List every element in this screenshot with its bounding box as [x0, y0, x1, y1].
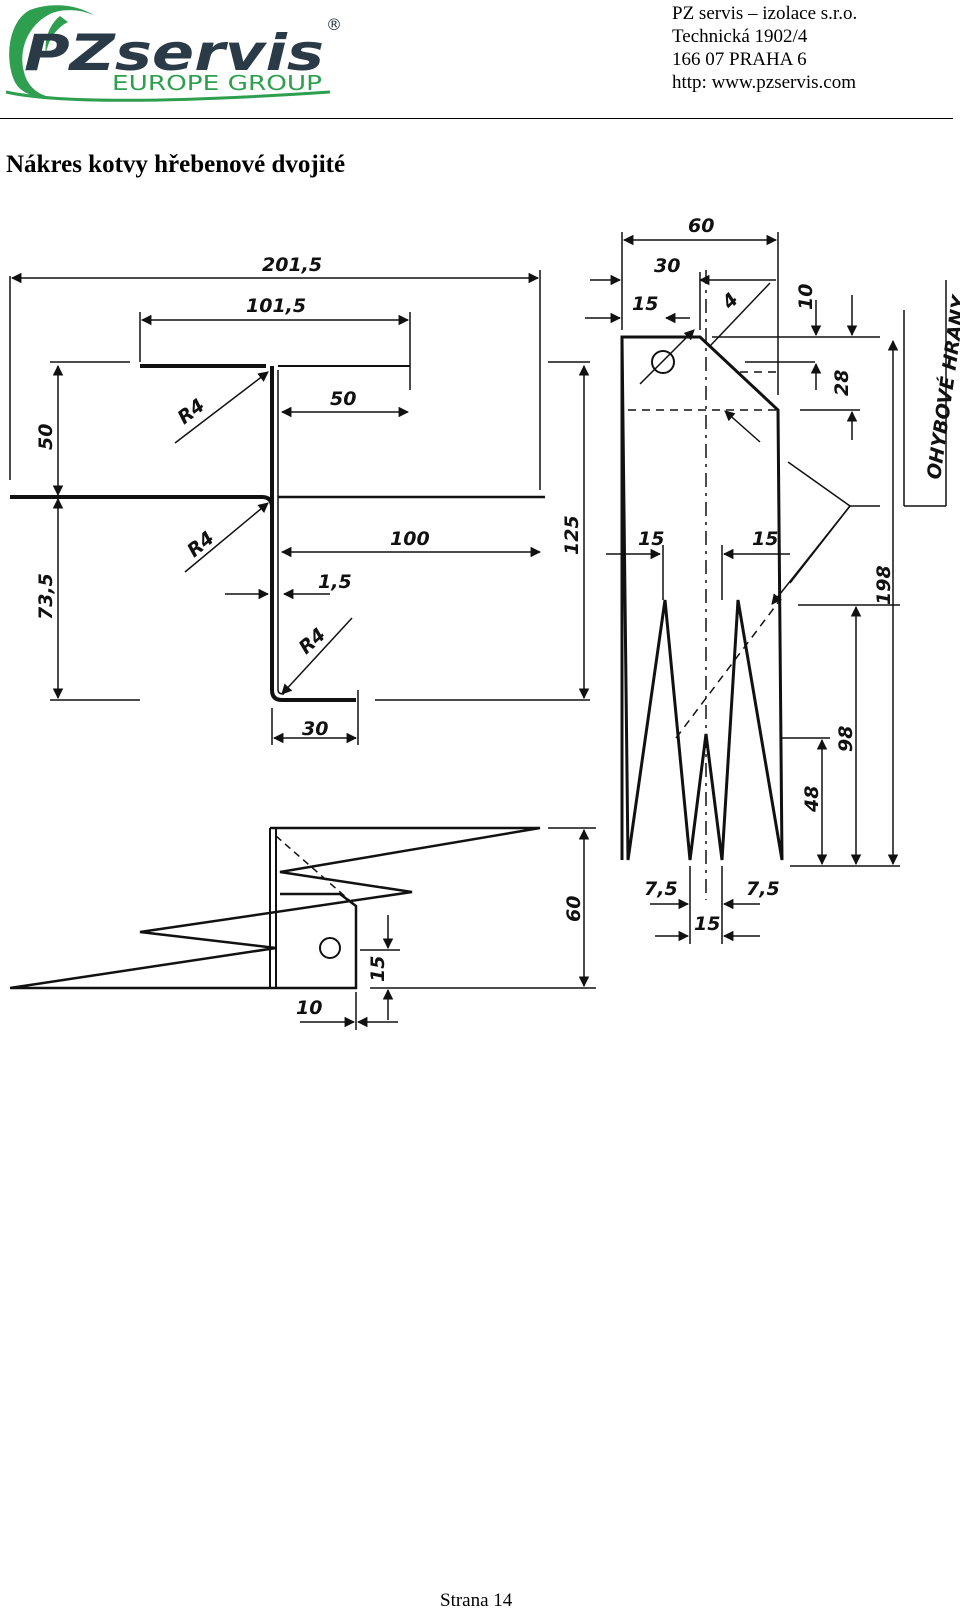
dim-28: 28 — [831, 370, 853, 396]
page-title: Nákres kotvy hřebenové dvojité — [6, 151, 346, 178]
company-street: Technická 1902/4 — [672, 26, 808, 47]
dim-73-5: 73,5 — [35, 573, 57, 620]
company-logo: PZservis ® EUROPE GROUP — [5, 5, 342, 102]
dim-1-5: 1,5 — [318, 571, 352, 593]
dim-60-side: 60 — [563, 896, 585, 922]
profile-view: 201,5 101,5 50 100 1,5 30 50 73,5 125 R4… — [9, 254, 590, 745]
dim-4: 4 — [717, 289, 743, 315]
logo-leaf-inner — [45, 16, 68, 54]
dim-98: 98 — [835, 726, 857, 752]
side-view: 60 15 10 — [9, 826, 596, 1030]
dim-30-top: 30 — [654, 255, 680, 277]
header-divider — [0, 118, 953, 119]
middle-flange — [10, 495, 274, 508]
dim-r4-a: R4 — [174, 394, 209, 428]
dim-15-top: 15 — [632, 293, 658, 315]
anchor-drawing: 201,5 101,5 50 100 1,5 30 50 73,5 125 R4… — [9, 215, 960, 1030]
dim-60-top: 60 — [688, 215, 714, 237]
dim-198: 198 — [873, 565, 895, 605]
dim-r4-b: R4 — [183, 527, 218, 562]
mount-hole — [651, 350, 675, 374]
company-address: PZ servis – izolace s.r.o. Technická 190… — [672, 2, 857, 94]
bend-edges-label: OHYBOVÉ HRANY — [922, 292, 960, 481]
company-name: PZ servis – izolace s.r.o. — [672, 3, 858, 24]
dim-10-side: 10 — [296, 997, 322, 1019]
dim-125: 125 — [561, 515, 583, 555]
dim-50-left: 50 — [35, 424, 57, 450]
company-city: 166 07 PRAHA 6 — [672, 49, 807, 70]
dim-201-5: 201,5 — [262, 254, 322, 276]
front-outline — [620, 335, 784, 861]
dim-10: 10 — [795, 284, 817, 310]
dim-15-right: 15 — [752, 528, 778, 550]
dim-7-5-right: 7,5 — [746, 878, 780, 900]
logo-brand: PZservis — [24, 24, 324, 82]
dim-101-5: 101,5 — [246, 295, 306, 317]
dim-48: 48 — [801, 786, 823, 813]
logo-underline — [5, 90, 331, 102]
logo-subtitle: EUROPE GROUP — [112, 71, 322, 95]
front-view: 60 30 15 4 10 28 OHYBOVÉ HRANY 15 15 198… — [585, 215, 960, 944]
dim-50-top: 50 — [330, 388, 356, 410]
vertical-web — [270, 366, 356, 702]
company-website: http: www.pzservis.com — [672, 72, 856, 93]
dim-30-bottom: 30 — [302, 718, 328, 740]
dim-15-left: 15 — [638, 528, 664, 550]
side-hole — [319, 937, 341, 959]
dim-7-5-left: 7,5 — [644, 878, 678, 900]
dim-100: 100 — [390, 528, 430, 550]
dim-r4-c: R4 — [295, 624, 330, 659]
dim-15-side: 15 — [367, 956, 389, 982]
page-number: Strana 14 — [440, 1590, 513, 1611]
registered-mark: ® — [326, 15, 342, 34]
logo-leaf-swoosh — [9, 5, 96, 98]
dim-15-bottom: 15 — [694, 913, 720, 935]
